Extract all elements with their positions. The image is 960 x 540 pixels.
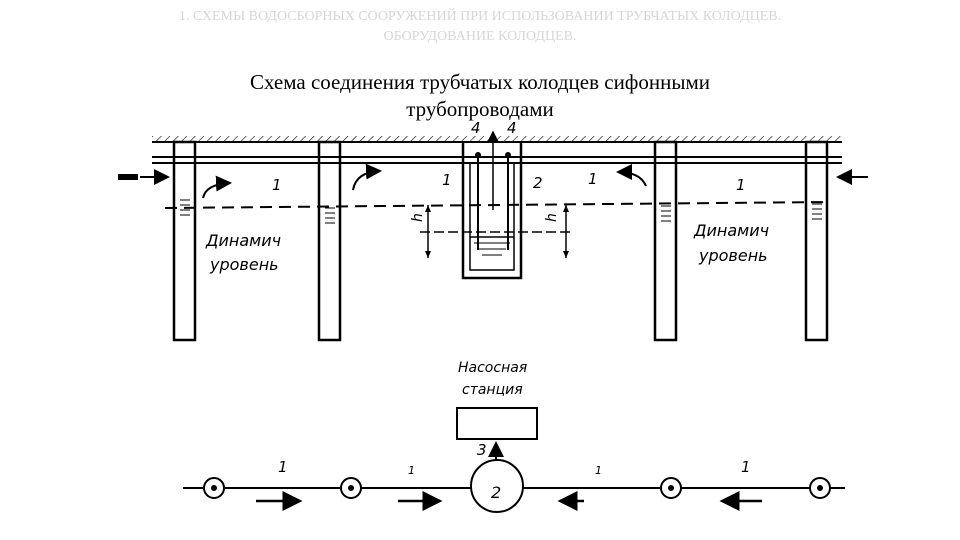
label-3: 3 xyxy=(477,441,487,459)
label-4-right: 4 xyxy=(507,119,517,137)
flow-arrow-3 xyxy=(616,164,647,187)
flow-arrow-2 xyxy=(352,163,382,191)
dyn-level-left-line-1: Динамич xyxy=(205,231,281,250)
pump-station-box xyxy=(456,407,538,440)
tube-well-3 xyxy=(653,140,678,342)
h-dimension-right xyxy=(563,205,569,258)
label-1-d: 1 xyxy=(736,176,746,194)
pump-station-label-2: станция xyxy=(462,382,523,398)
label-h-right: h xyxy=(544,213,560,222)
dyn-level-right-line-2: уровень xyxy=(698,246,768,265)
label-1-a: 1 xyxy=(272,176,282,194)
siphon-pipeline xyxy=(152,156,842,164)
plan-label-1-a: 1 xyxy=(278,458,288,476)
tube-well-4 xyxy=(804,140,829,342)
dyn-level-right-line-1: Динамич xyxy=(693,221,769,240)
label-1-b: 1 xyxy=(442,171,452,189)
plan-well-3 xyxy=(660,477,682,499)
tube-well-1 xyxy=(172,140,197,342)
header-line-1: 1. СХЕМЫ ВОДОСБОРНЫХ СООРУЖЕНИЙ ПРИ ИСПО… xyxy=(178,9,782,24)
pump-station-label-1: Насосная xyxy=(458,360,527,376)
plan-label-1-c: 1 xyxy=(595,464,602,477)
tube-well-2 xyxy=(317,140,342,342)
h-dimension-left xyxy=(425,205,431,258)
title-line-1: Схема соединения трубчатых колодцев сифо… xyxy=(249,70,711,94)
label-h-left: h xyxy=(410,213,426,222)
inflow-arrow-left xyxy=(118,169,170,185)
plan-label-1-b: 1 xyxy=(408,464,415,477)
label-2-section: 2 xyxy=(533,174,543,192)
dyn-level-left-line-2: уровень xyxy=(209,255,279,274)
plan-well-4 xyxy=(809,477,831,499)
plan-view: Насосная станция 3 2 1 1 1 1 xyxy=(183,360,845,513)
section-view: 1 1 1 1 2 4 4 h h Динамич уровень Динами… xyxy=(118,119,868,342)
plan-well-2 xyxy=(340,477,362,499)
plan-well-1 xyxy=(203,477,225,499)
ground-surface xyxy=(152,136,842,143)
collecting-well xyxy=(420,130,570,280)
title-line-2: трубопроводами xyxy=(406,97,554,121)
label-4-left: 4 xyxy=(471,119,481,137)
water-level-line xyxy=(164,201,831,209)
label-1-c: 1 xyxy=(588,170,598,188)
header-line-2: ОБОРУДОВАНИЕ КОЛОДЦЕВ. xyxy=(383,29,577,44)
plan-collecting-well xyxy=(470,459,524,513)
label-2-plan: 2 xyxy=(491,483,501,502)
flow-arrow-1 xyxy=(202,175,232,199)
plan-label-1-d: 1 xyxy=(741,458,751,476)
